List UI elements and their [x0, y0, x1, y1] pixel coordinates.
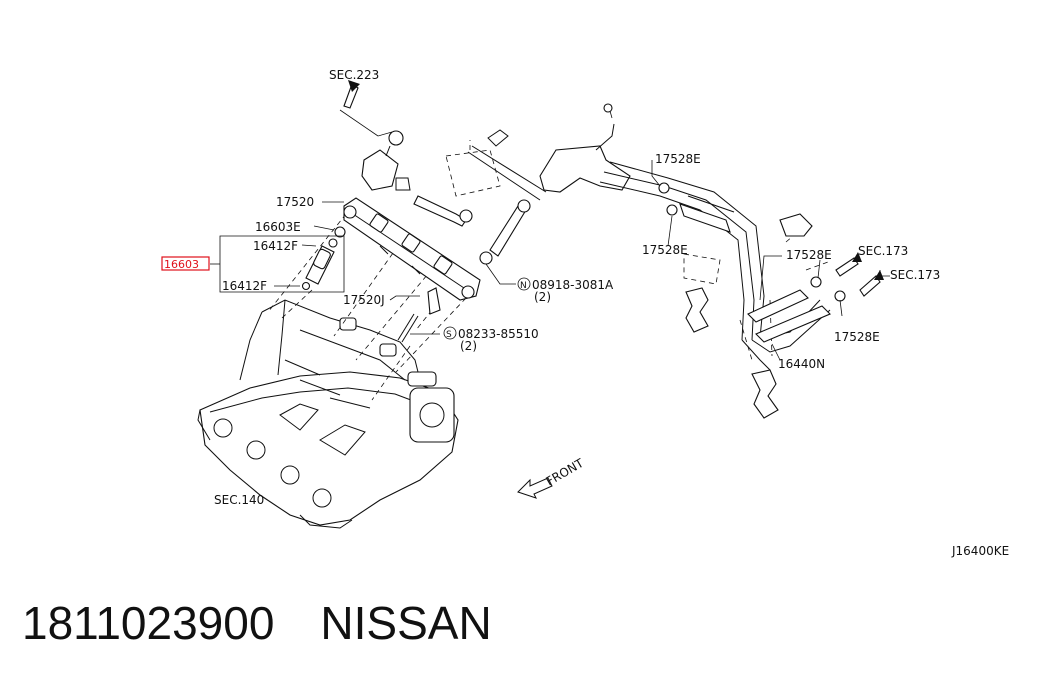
hose-drawing: [413, 195, 531, 265]
label-08233-qty: (2): [460, 339, 477, 353]
footer-caption: 1811023900 NISSAN: [22, 596, 492, 650]
pipe-clips-drawing: [685, 213, 813, 419]
part-number: 1811023900: [22, 597, 275, 649]
label-16412f-top: 16412F: [253, 239, 298, 253]
label-sec-173-a: SEC.173: [858, 244, 908, 258]
brand-name: NISSAN: [320, 597, 492, 649]
leader-lines: [210, 160, 890, 361]
circle-s-letter: S: [446, 330, 452, 340]
label-17528e-top: 17528E: [655, 152, 701, 166]
label-17520: 17520: [276, 195, 314, 209]
label-08233-85510: 08233-85510: [458, 327, 539, 341]
highlight-box: [161, 256, 210, 271]
intake-manifold-drawing: [197, 299, 459, 529]
bolts-drawing: [397, 287, 441, 343]
drawing-reference-code: J16400KE: [952, 544, 1010, 558]
fuel-pipe-assembly-drawing: [467, 103, 846, 371]
label-08918-3081a: 08918-3081A: [532, 278, 614, 292]
label-16603e: 16603E: [255, 220, 301, 234]
label-front: FRONT: [544, 456, 587, 489]
circle-s-icon: [443, 326, 457, 340]
label-17528e-middle: 17528E: [786, 248, 832, 262]
fuel-rail-drawing: [343, 197, 481, 301]
label-sec-173-b: SEC.173: [890, 268, 940, 282]
label-sec-223: SEC.223: [329, 68, 379, 82]
fuel-injector-drawing: [301, 226, 346, 291]
label-16603-highlighted[interactable]: 16603: [164, 258, 199, 271]
label-08918-qty: (2): [534, 290, 551, 304]
label-16440n: 16440N: [778, 357, 825, 371]
label-17520j: 17520J: [343, 293, 385, 307]
label-sec-140: SEC.140: [214, 493, 264, 507]
label-17528e-right: 17528E: [834, 330, 880, 344]
label-16412f-bottom: 16412F: [222, 279, 267, 293]
circle-n-icon: [517, 277, 531, 291]
circle-n-letter: N: [520, 281, 527, 291]
pressure-regulator-drawing: [339, 109, 411, 191]
section-arrows: [343, 80, 884, 499]
label-17528e-left: 17528E: [642, 243, 688, 257]
